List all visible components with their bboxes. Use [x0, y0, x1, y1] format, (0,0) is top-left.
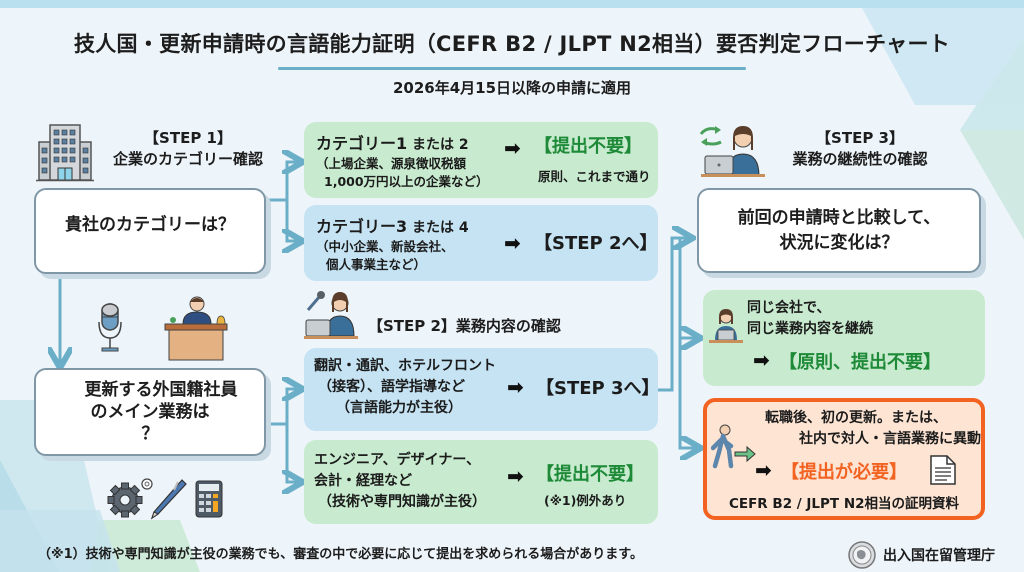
bg-shape	[90, 520, 200, 572]
arrow-right-icon: ➡	[753, 348, 770, 372]
bg-shape	[862, 8, 1024, 105]
language-role-box: 翻訳・通訳、ホテルフロント （接客）、語学指導など （言語能力が主役） ➡ 【S…	[304, 348, 660, 431]
job-change-box: 転職後、初の更新。または、 社内で対人・言語業務に異動 ➡ 【提出が必要】 CE…	[703, 398, 985, 520]
document-icon	[929, 454, 957, 490]
job-change-result-note: CEFR B2 / JLPT N2相当の証明資料	[728, 496, 960, 512]
page-title: 技人国・更新申請時の言語能力証明（CEFR B2 / JLPT N2相当）要否判…	[73, 32, 951, 56]
agency-name: 出入国在留管理庁	[883, 548, 995, 564]
technical-role-result: 【提出不要】	[536, 464, 644, 485]
step3-heading: 【STEP 3】 業務の継続性の確認	[770, 128, 950, 170]
calculator-icon	[195, 480, 223, 522]
technical-role-line-2: 会計・経理など	[314, 473, 412, 489]
same-job-box: 同じ会社で、 同じ業務内容を継続 ➡ 【原則、提出不要】	[703, 290, 985, 386]
technical-role-line-1: エンジニア、デザイナー、	[314, 452, 481, 468]
category-3-4-result: 【STEP 2へ】	[534, 233, 658, 254]
step3-question-line-2: 状況に変化は？	[779, 232, 899, 253]
category-1-2-result-note: 原則、これまで通り	[538, 169, 651, 184]
job-change-line-2: 社内で対人・言語業務に異動	[799, 431, 981, 447]
agency-logo: 出入国在留管理庁	[847, 540, 995, 570]
office-building-icon	[36, 122, 94, 186]
bg-shape	[0, 510, 120, 572]
language-role-result: 【STEP 3へ】	[536, 378, 660, 399]
step2-question-line-2: のメイン業務は	[90, 402, 210, 422]
category-3-4-box: カテゴリー3 または 4 （中小企業、新設会社、 個人事業主など） ➡ 【STE…	[304, 205, 658, 281]
language-role-line-1: 翻訳・通訳、ホテルフロント	[314, 358, 496, 374]
language-role-line-2: （接客）、語学指導など	[318, 379, 465, 395]
worker-at-desk-icon	[709, 308, 743, 348]
technical-role-result-note: (※1)例外あり	[544, 493, 627, 508]
arrow-right-icon: ➡	[504, 136, 521, 160]
connector-step3-to-change	[678, 238, 698, 448]
connector-step2-to-technical	[287, 424, 300, 482]
worker-laptop-icon	[697, 124, 767, 184]
pen-icon	[148, 476, 188, 524]
step1-caption: 企業のカテゴリー確認	[112, 150, 263, 168]
step2-question-line-1: 更新する外国籍社員	[84, 380, 238, 400]
language-role-line-3: （言語能力が主役）	[336, 400, 462, 416]
same-job-line-1: 同じ会社で、	[747, 300, 831, 316]
step3-caption: 業務の継続性の確認	[792, 150, 928, 168]
category-1-2-detail-2: 1,000万円以上の企業など）	[324, 174, 489, 189]
arrow-right-icon: ➡	[507, 375, 524, 399]
category-3-4-title: カテゴリー3	[316, 217, 408, 236]
agency-emblem-icon	[848, 541, 876, 569]
gear-icon	[105, 474, 155, 522]
job-change-result: 【提出が必要】	[781, 462, 907, 483]
bg-shape	[960, 30, 1024, 130]
title-divider	[278, 67, 746, 70]
step1-label: 【STEP 1】	[144, 129, 232, 147]
category-1-2-title: カテゴリー1	[316, 134, 408, 153]
step3-label: 【STEP 3】	[816, 129, 904, 147]
technical-role-box: エンジニア、デザイナー、 会計・経理など （技術や専門知識が主役） ➡ 【提出不…	[304, 440, 658, 524]
category-1-2-title-suffix: または 2	[407, 137, 469, 153]
top-band	[0, 0, 1024, 8]
same-job-result: 【原則、提出不要】	[779, 352, 941, 373]
connector-step1-to-cat12	[266, 162, 300, 202]
arrow-right-icon: ➡	[504, 231, 521, 255]
step1-question-box: 貴社のカテゴリーは？	[34, 188, 266, 274]
step3-question-box: 前回の申請時と比較して、 状況に変化は？	[697, 188, 981, 273]
step2-question-box: 更新する外国籍社員 のメイン業務は ？	[34, 368, 266, 456]
arrow-right-icon: ➡	[507, 464, 524, 488]
step1-question: 貴社のカテゴリーは？	[65, 214, 235, 235]
step2-label: 【STEP 2】業務内容の確認	[368, 317, 561, 335]
footnote: （※1）技術や専門知識が主役の業務でも、審査の中で必要に応じて提出を求められる場…	[38, 547, 643, 562]
presenter-laptop-icon	[302, 290, 360, 344]
step2-question-line-3: ？	[141, 424, 159, 444]
page-subtitle: 2026年4月15日以降の申請に適用	[392, 79, 632, 97]
category-1-2-detail-1: （上場企業、源泉徴収税額	[316, 156, 467, 171]
job-change-line-1: 転職後、初の更新。または、	[765, 410, 947, 426]
category-1-2-result: 【提出不要】	[534, 136, 642, 157]
walking-person-icon	[710, 424, 757, 474]
receptionist-icon	[163, 294, 229, 368]
technical-role-line-3: （技術や専門知識が主役）	[318, 494, 486, 510]
step1-heading: 【STEP 1】 企業のカテゴリー確認	[98, 128, 278, 170]
category-3-4-detail-2: 個人事業主など）	[326, 257, 427, 272]
connector-step2-to-language	[266, 389, 300, 426]
category-1-2-box: カテゴリー1 または 2 （上場企業、源泉徴収税額 1,000万円以上の企業など…	[304, 122, 658, 198]
step3-question-line-1: 前回の申請時と比較して、	[737, 207, 941, 228]
same-job-line-2: 同じ業務内容を継続	[747, 321, 873, 337]
microphone-icon	[96, 302, 124, 358]
category-3-4-detail-1: （中小企業、新設会社、	[316, 239, 454, 254]
connector-step1-to-cat34	[287, 200, 300, 241]
arrow-right-icon: ➡	[755, 458, 772, 482]
category-3-4-title-suffix: または 4	[407, 220, 469, 236]
